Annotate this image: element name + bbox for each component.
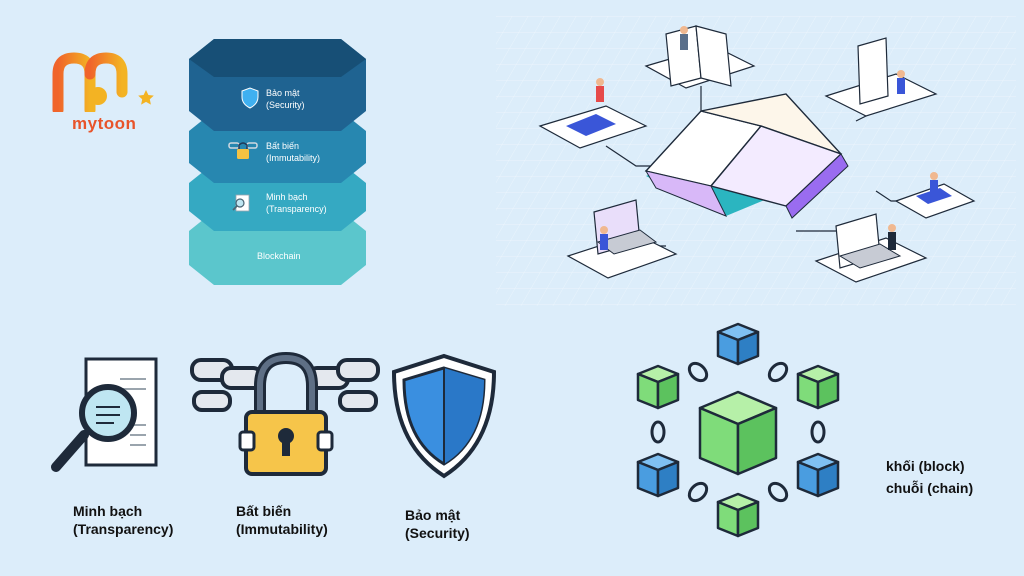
shield-icon xyxy=(241,87,259,109)
stack-security-sub: (Security) xyxy=(266,100,305,110)
magnifier-document-icon xyxy=(232,194,250,212)
stack-transparency-title: Minh bạch xyxy=(266,192,308,202)
stack-immutability-title: Bất biến xyxy=(266,141,300,151)
panel-device-icon xyxy=(857,37,889,105)
blue-block-left-icon xyxy=(636,452,680,498)
caption-transparency-title: Minh bạch xyxy=(73,503,143,519)
book-device-icon xyxy=(665,25,732,87)
stack-immutability-sub: (Immutability) xyxy=(266,153,321,163)
blue-block-right-icon xyxy=(796,452,840,498)
chain-links xyxy=(650,361,826,503)
mytoon-logo: mytoon xyxy=(50,52,160,142)
caption-transparency-sub: (Transparency) xyxy=(73,521,174,537)
ledger-network-illustration xyxy=(496,16,1016,306)
stack-security-title: Bảo mật xyxy=(266,88,300,98)
caption-security-sub: (Security) xyxy=(405,525,470,541)
chain-padlock-large-icon xyxy=(188,350,383,478)
green-block-left-icon xyxy=(636,364,680,410)
caption-immutability-title: Bất biến xyxy=(236,503,292,519)
logo-text: mytoon xyxy=(72,114,137,133)
open-ledger-book-icon xyxy=(644,93,849,219)
green-block-right-icon xyxy=(796,364,840,410)
blue-block-top-icon xyxy=(716,322,760,366)
small-laptop-device-icon xyxy=(916,188,952,204)
laptop-device-icon-right xyxy=(835,213,902,269)
legend-block: khối (block) xyxy=(886,458,965,474)
green-block-center-icon xyxy=(698,390,778,476)
chain-lock-icon xyxy=(228,142,258,159)
caption-immutability-sub: (Immutability) xyxy=(236,521,328,537)
stack-base-label: Blockchain xyxy=(257,251,301,261)
logo-m-icon xyxy=(52,52,154,112)
green-block-bottom-icon xyxy=(716,492,760,538)
legend-chain: chuỗi (chain) xyxy=(886,480,974,496)
blockchain-layer-stack: Bảo mật (Security) Bất biến (Immutabilit… xyxy=(189,35,366,287)
block-chain-cube-network xyxy=(630,322,845,544)
stack-transparency-sub: (Transparency) xyxy=(266,204,327,214)
tablet-device-icon xyxy=(566,114,616,136)
magnifier-document-large-icon xyxy=(50,355,165,480)
caption-security-title: Bảo mật xyxy=(405,507,461,523)
shield-large-icon xyxy=(388,352,500,480)
person-icons xyxy=(596,26,938,250)
